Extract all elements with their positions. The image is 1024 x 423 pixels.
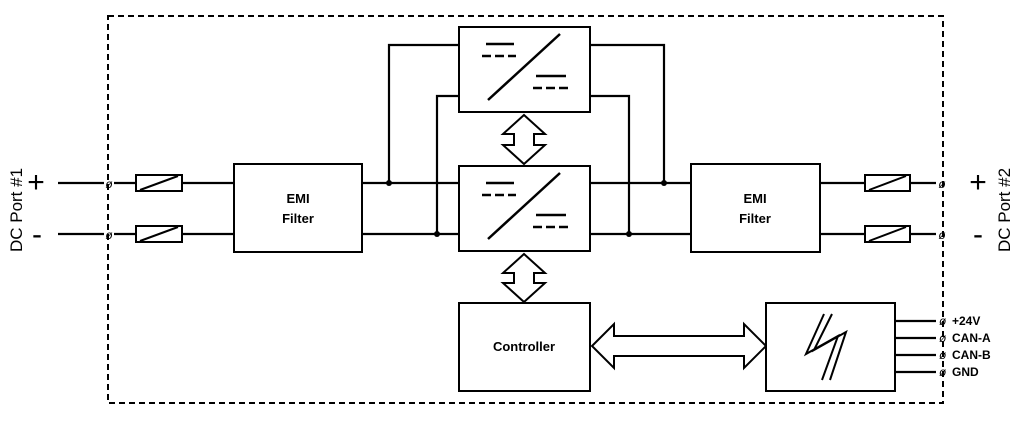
emi-filter-left-line2: Filter <box>282 211 314 226</box>
dc-dc-converter-main <box>458 165 591 252</box>
dc-dc-converter-icon <box>482 172 568 240</box>
fuse-icon <box>135 174 183 192</box>
terminal-icon: ø <box>105 177 113 191</box>
emi-filter-left-line1: EMI <box>286 191 309 206</box>
emi-filter-right <box>690 163 821 253</box>
terminal-icon: ø <box>938 228 946 242</box>
fuse-icon <box>864 225 911 243</box>
fuse-icon <box>864 174 911 192</box>
terminal-icon: ø <box>105 228 113 242</box>
terminal-icon: ø <box>939 365 947 379</box>
dc-port-2-minus: - <box>973 218 983 251</box>
bidirectional-arrow-icon <box>590 321 768 371</box>
emi-filter-right-line1: EMI <box>743 191 766 206</box>
io-pin-can-a: CAN-A <box>952 331 991 345</box>
terminal-icon: ø <box>938 177 946 191</box>
controller-block <box>458 302 591 392</box>
dc-dc-converter-top <box>458 26 591 113</box>
controller-label: Controller <box>493 339 555 354</box>
dc-port-2-plus: + <box>969 166 987 199</box>
dc-port-1-minus: - <box>32 218 42 251</box>
io-pin-can-b: CAN-B <box>952 348 991 362</box>
io-pin-gnd: GND <box>952 365 979 379</box>
terminal-icon: ø <box>939 331 947 345</box>
dc-port-1-label: DC Port #1 <box>7 168 26 252</box>
terminal-icon: ø <box>939 348 947 362</box>
bidirectional-arrow-icon <box>500 252 548 304</box>
dc-dc-converter-icon <box>482 33 568 101</box>
emi-filter-left <box>233 163 363 253</box>
isolation-block <box>765 302 896 392</box>
terminal-icon: ø <box>939 314 947 328</box>
fuse-icon <box>135 225 183 243</box>
dc-port-2-label: DC Port #2 <box>995 168 1014 252</box>
bidirectional-arrow-icon <box>500 113 548 166</box>
io-pin-24v: +24V <box>952 314 980 328</box>
emi-filter-right-line2: Filter <box>739 211 771 226</box>
enclosure-border <box>107 15 944 404</box>
dc-port-1-plus: + <box>27 166 45 199</box>
